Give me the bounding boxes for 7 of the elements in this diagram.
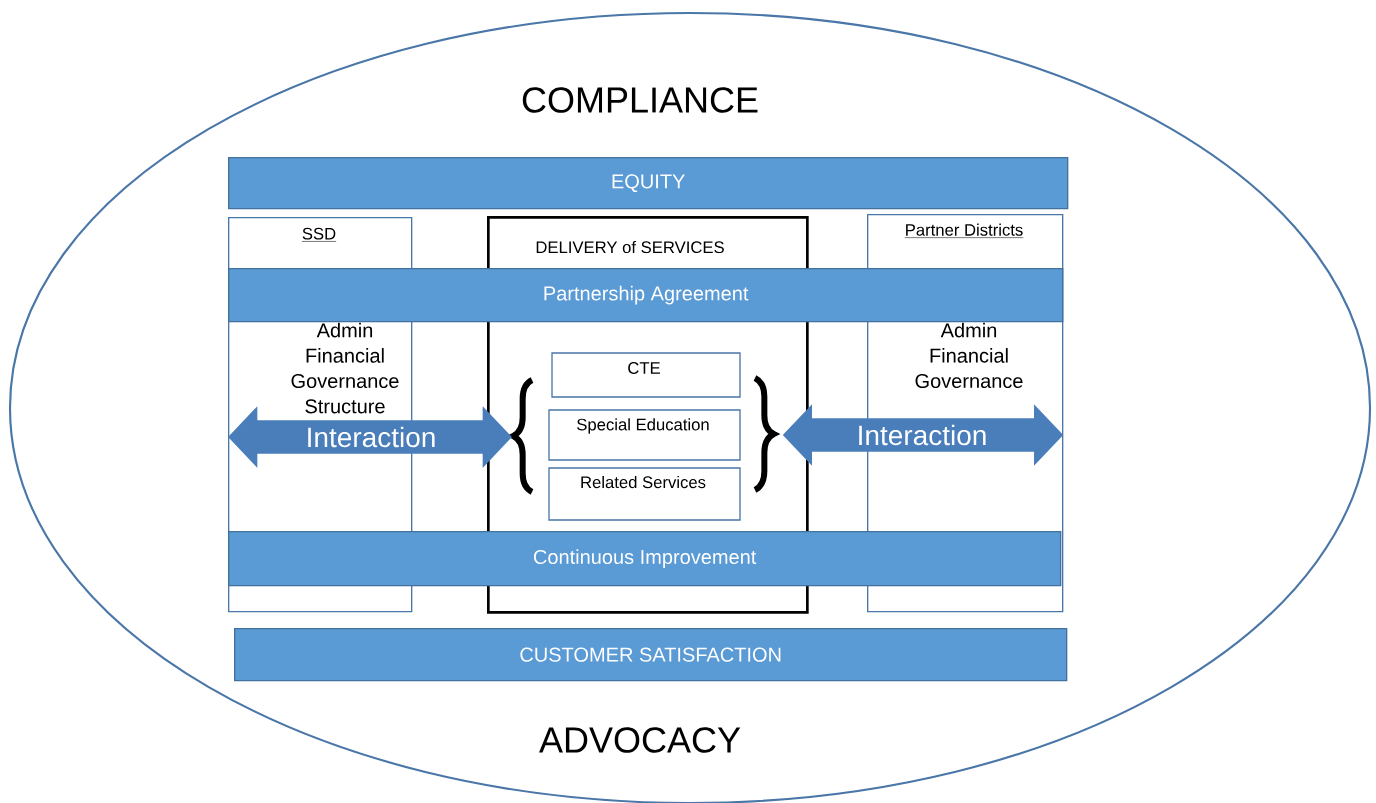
- band: Continuous Improvement: [228, 531, 1062, 587]
- service-box: Special Education: [548, 409, 741, 461]
- band: Partnership Agreement: [228, 268, 1064, 323]
- band: CUSTOMER SATISFACTION: [234, 628, 1068, 682]
- service-box: Related Services: [548, 467, 741, 521]
- service-box: CTE: [551, 352, 741, 398]
- band: EQUITY: [228, 157, 1069, 210]
